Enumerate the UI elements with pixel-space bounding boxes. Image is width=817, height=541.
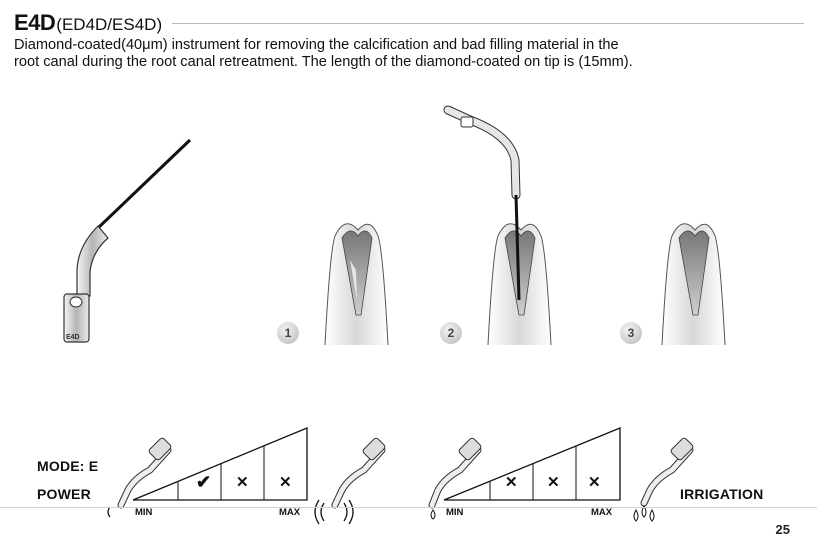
irrigation-mark-3: ✕ [588,474,601,491]
irrigation-min-label: MIN [446,507,464,518]
power-mark-3: ✕ [279,474,292,491]
title-row: E4D (ED4D/ES4D) [14,10,804,36]
model-variants: (ED4D/ES4D) [56,15,163,34]
e4d-tip-drawing: E4D [63,138,192,343]
power-label: POWER [37,486,91,502]
tooth-1-drawing [324,223,389,346]
description-line-2: root canal during the root canal retreat… [14,54,633,70]
power-max-label: MAX [279,507,301,518]
power-handpiece-left [107,437,172,518]
tip-label: E4D [66,334,80,341]
header: E4D (ED4D/ES4D) Diamond-coated(40μm) ins… [14,10,804,71]
irrigation-max-label: MAX [591,507,613,518]
mode-label: MODE: E [37,458,99,474]
description: Diamond-coated(40μm) instrument for remo… [14,37,804,71]
page-number: 25 [775,522,790,537]
power-mark-1: ✔ [196,472,212,492]
step-2-badge: 2 [440,322,462,344]
title-rule [172,23,804,24]
irrigation-mark-2: ✕ [547,474,560,491]
irrigation-label: IRRIGATION [680,486,764,502]
irrigation-triangle [443,427,621,501]
irrigation-handpiece-left [428,437,482,520]
irrigation-handpiece-right [633,437,694,522]
description-line-1: Diamond-coated(40μm) instrument for remo… [14,37,619,53]
power-triangle [132,427,308,501]
step-1-badge: 1 [277,322,299,344]
irrigation-mark-1: ✕ [505,474,518,491]
tooth-3-drawing [661,223,726,346]
model-name: E4D [14,10,56,35]
step-3-badge: 3 [620,322,642,344]
power-mark-2: ✕ [236,474,249,491]
power-handpiece-right [314,437,386,525]
footer-rule [0,507,817,508]
tooth-2-drawing [443,105,552,346]
power-min-label: MIN [135,507,153,518]
